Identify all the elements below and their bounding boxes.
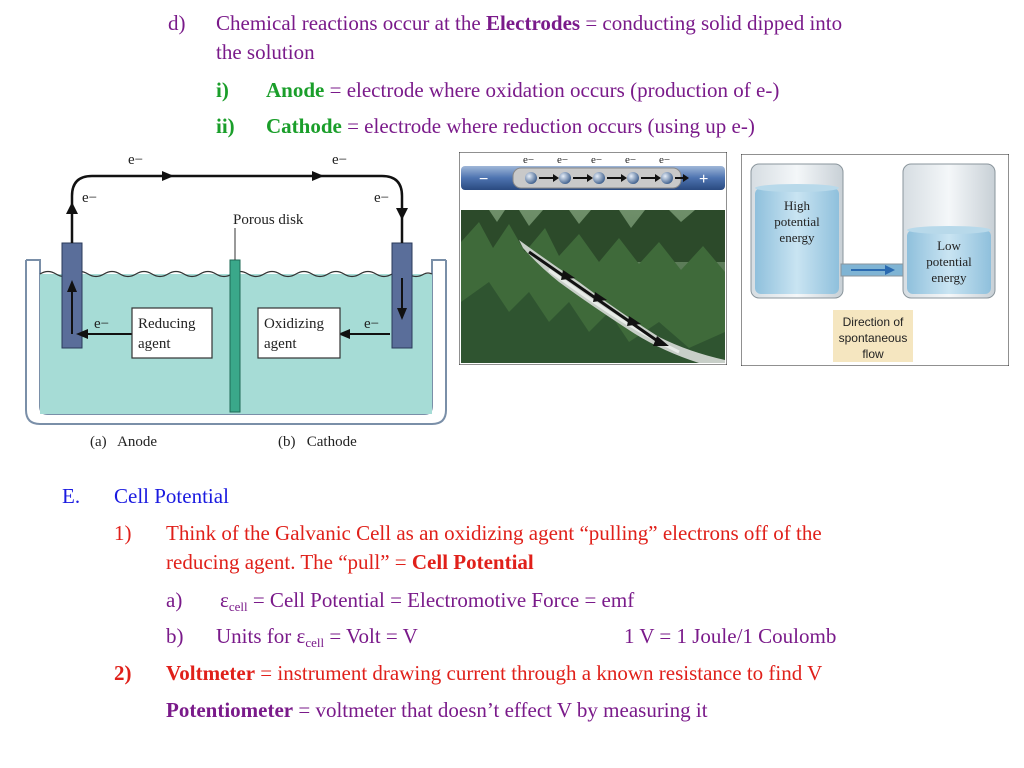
- electron-top-left: e−: [128, 152, 143, 168]
- porous-disk-label: Porous disk: [233, 212, 304, 228]
- item-d-text-2: = conducting solid dipped into: [580, 11, 843, 35]
- caption-anode: (a) Anode: [90, 434, 157, 450]
- negative-terminal: −: [479, 171, 488, 188]
- item-2-definition: = instrument drawing current through a k…: [255, 661, 823, 685]
- cell-potential-term: Cell Potential: [411, 550, 534, 574]
- oxidizing-agent-line-2: agent: [264, 336, 297, 352]
- external-wire: [70, 174, 404, 243]
- item-b-text-1: Units for ε: [216, 624, 306, 648]
- item-1-text-2: reducing agent. The “pull” = Cell Potent…: [166, 549, 534, 575]
- potentiometer-term: Potentiometer: [166, 698, 294, 722]
- reducing-agent-line-2: agent: [138, 336, 171, 352]
- item-a-text: εcell = Cell Potential = Electromotive F…: [220, 587, 634, 620]
- electron-top-right: e−: [332, 152, 347, 168]
- high-water: [755, 188, 839, 294]
- electrodes-term: Electrodes: [485, 11, 581, 35]
- electron-right-inner: e−: [364, 316, 379, 332]
- voltmeter-term: Voltmeter: [166, 661, 256, 685]
- item-1-marker: 1): [114, 521, 132, 545]
- item-b-sub: cell: [305, 635, 325, 650]
- section-e-marker: E.: [62, 484, 81, 508]
- item-ii-definition: = electrode where reduction occurs (usin…: [341, 114, 755, 138]
- direction-label-2: spontaneous: [839, 331, 908, 345]
- electron-right-wire: e−: [374, 190, 389, 206]
- low-label-2: potential: [926, 254, 972, 269]
- item-1-text-2a: reducing agent. The “pull” =: [166, 550, 412, 574]
- section-e-title: Cell Potential: [114, 484, 229, 508]
- electron-label-3: e−: [591, 154, 602, 166]
- high-label-2: potential: [774, 214, 820, 229]
- item-b-text-3: 1 V = 1 Joule/1 Coulomb: [624, 624, 837, 648]
- low-label-1: Low: [937, 238, 961, 253]
- epsilon-symbol: ε: [220, 588, 229, 612]
- oxidizing-agent-line-1: Oxidizing: [264, 316, 324, 332]
- item-d-marker: d): [168, 11, 186, 35]
- forest-river-photo: [461, 210, 725, 363]
- high-label-1: High: [784, 198, 811, 213]
- item-d-text: Chemical reactions occur at the Electrod…: [216, 10, 842, 36]
- electron-label-2: e−: [557, 154, 568, 166]
- item-ii-text: Cathode = electrode where reduction occu…: [266, 113, 755, 139]
- item-ii-marker: ii): [216, 114, 235, 138]
- low-water: [907, 230, 991, 294]
- reducing-agent-line-1: Reducing: [138, 316, 196, 332]
- river-analogy-image: − + e− e− e− e− e−: [459, 152, 727, 365]
- epsilon-sub: cell: [228, 599, 248, 614]
- positive-terminal: +: [699, 171, 708, 188]
- galvanic-cell-diagram: Porous disk e− e− e− e− e− e− Reducing a…: [25, 152, 447, 450]
- electron-label-1: e−: [523, 154, 534, 166]
- item-i-definition: = electrode where oxidation occurs (prod…: [324, 78, 780, 102]
- potentiometer-definition: = voltmeter that doesn’t effect V by mea…: [293, 698, 708, 722]
- electron-label-4: e−: [625, 154, 636, 166]
- item-a-definition: = Cell Potential = Electromotive Force =…: [247, 588, 635, 612]
- electron-label-5: e−: [659, 154, 670, 166]
- reducing-agent-box: [131, 307, 213, 359]
- anode-term: Anode: [266, 78, 325, 102]
- direction-label-1: Direction of: [843, 315, 904, 329]
- electron-left-inner: e−: [94, 316, 109, 332]
- item-b-text: Units for εcell = Volt = V: [216, 623, 418, 656]
- item-2-text: Voltmeter = instrument drawing current t…: [166, 660, 822, 686]
- cathode-term: Cathode: [266, 114, 342, 138]
- oxidizing-agent-box: [257, 307, 341, 359]
- electron-left-wire: e−: [82, 190, 97, 206]
- item-1-text-1: Think of the Galvanic Cell as an oxidizi…: [166, 521, 822, 545]
- caption-cathode: (b) Cathode: [278, 434, 357, 450]
- item-d-text-3: the solution: [216, 40, 315, 64]
- potentiometer-text: Potentiometer = voltmeter that doesn’t e…: [166, 697, 708, 723]
- item-i-marker: i): [216, 78, 229, 102]
- item-b-marker: b): [166, 624, 184, 648]
- item-a-marker: a): [166, 588, 183, 612]
- item-b-text-2: = Volt = V: [324, 624, 418, 648]
- beakers-diagram: High potential energy Low potential ener…: [741, 154, 1009, 366]
- direction-box: [833, 310, 913, 362]
- high-label-3: energy: [779, 230, 815, 245]
- low-label-3: energy: [931, 270, 967, 285]
- item-i-text: Anode = electrode where oxidation occurs…: [266, 77, 779, 103]
- item-d-text-1: Chemical reactions occur at the: [216, 11, 486, 35]
- direction-label-3: flow: [862, 347, 884, 361]
- electron-chain: [525, 172, 689, 184]
- porous-disk: [229, 259, 241, 413]
- item-2-marker: 2): [114, 661, 132, 685]
